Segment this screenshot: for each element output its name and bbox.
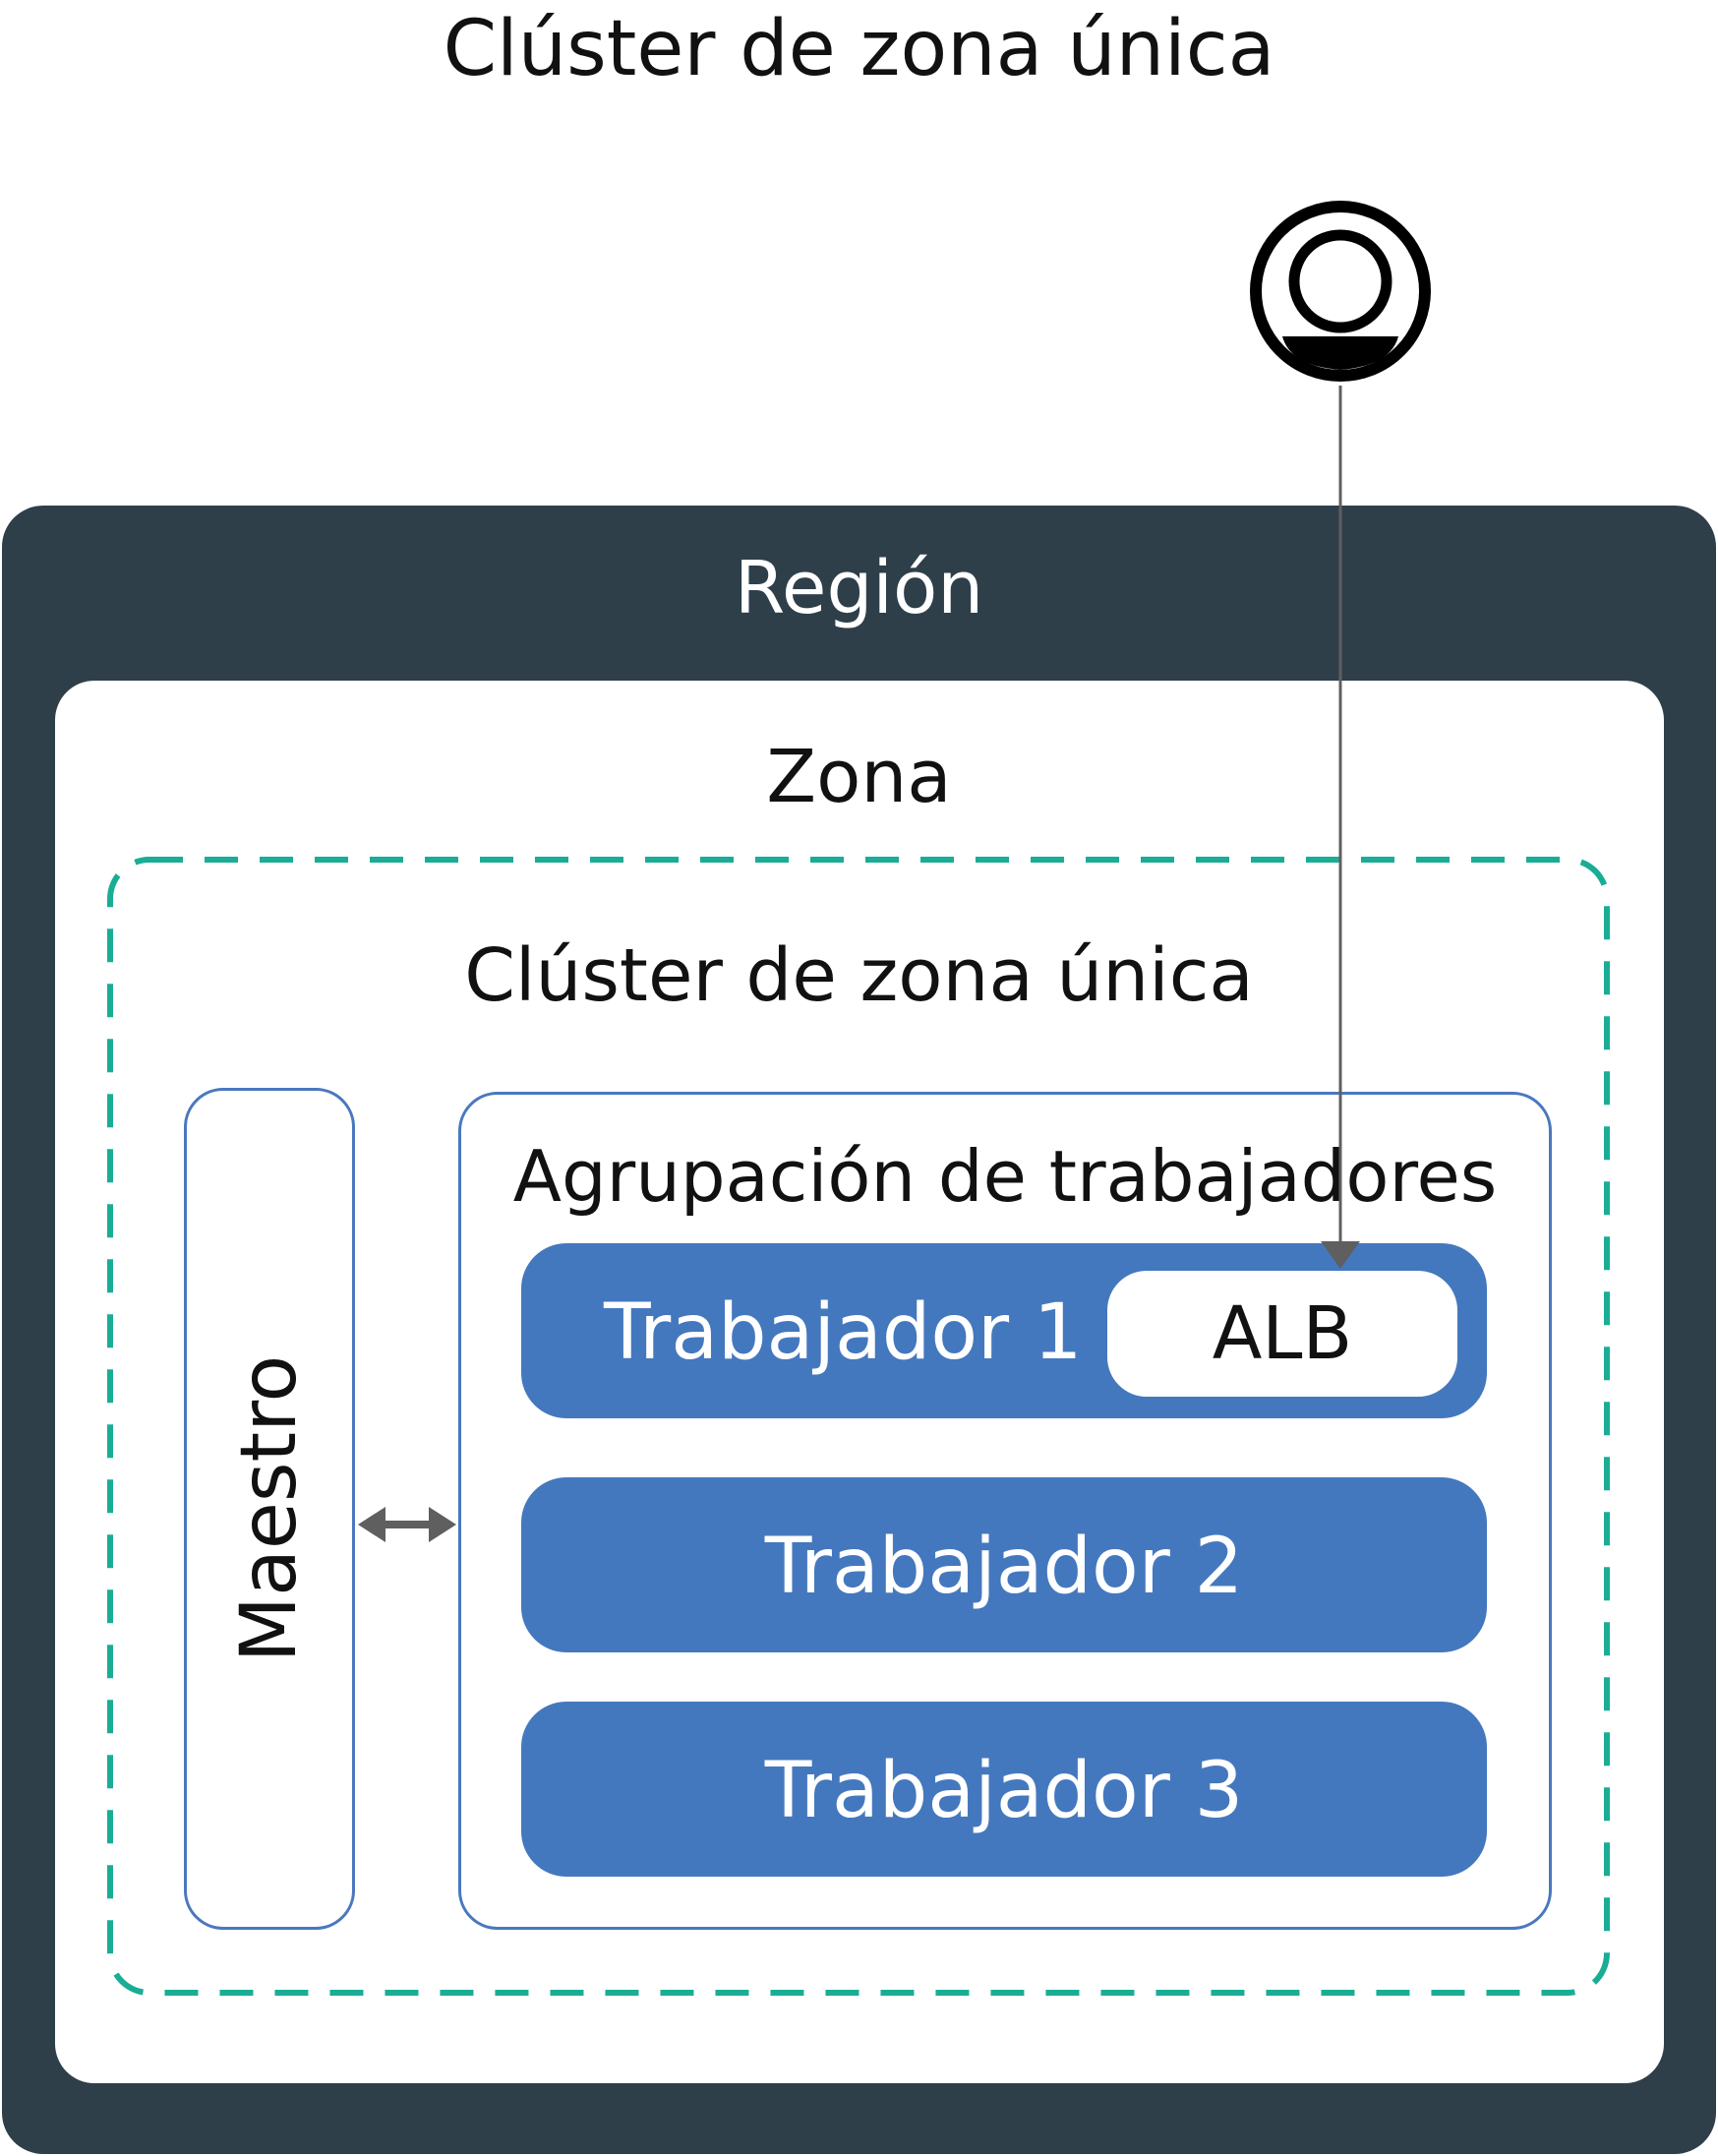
worker-1-label: Trabajador 1 [604, 1288, 1083, 1377]
diagram-title: Clúster de zona única [443, 5, 1275, 93]
worker-pool-label: Agrupación de trabajadores [512, 1135, 1498, 1218]
alb-box [1107, 1271, 1457, 1397]
worker-3-box [521, 1702, 1487, 1877]
worker-3-label: Trabajador 3 [764, 1747, 1244, 1835]
zone-label: Zona [766, 735, 952, 819]
user-icon [1250, 201, 1431, 382]
worker-2-label: Trabajador 2 [764, 1523, 1244, 1611]
alb-label: ALB [1212, 1291, 1353, 1376]
user-to-alb-arrow [1321, 386, 1360, 1269]
cluster-label: Clúster de zona única [464, 933, 1254, 1018]
master-box [184, 1088, 355, 1930]
master-pool-double-arrow [358, 1507, 456, 1542]
region-label: Región [734, 546, 984, 630]
worker-2-box [521, 1477, 1487, 1652]
